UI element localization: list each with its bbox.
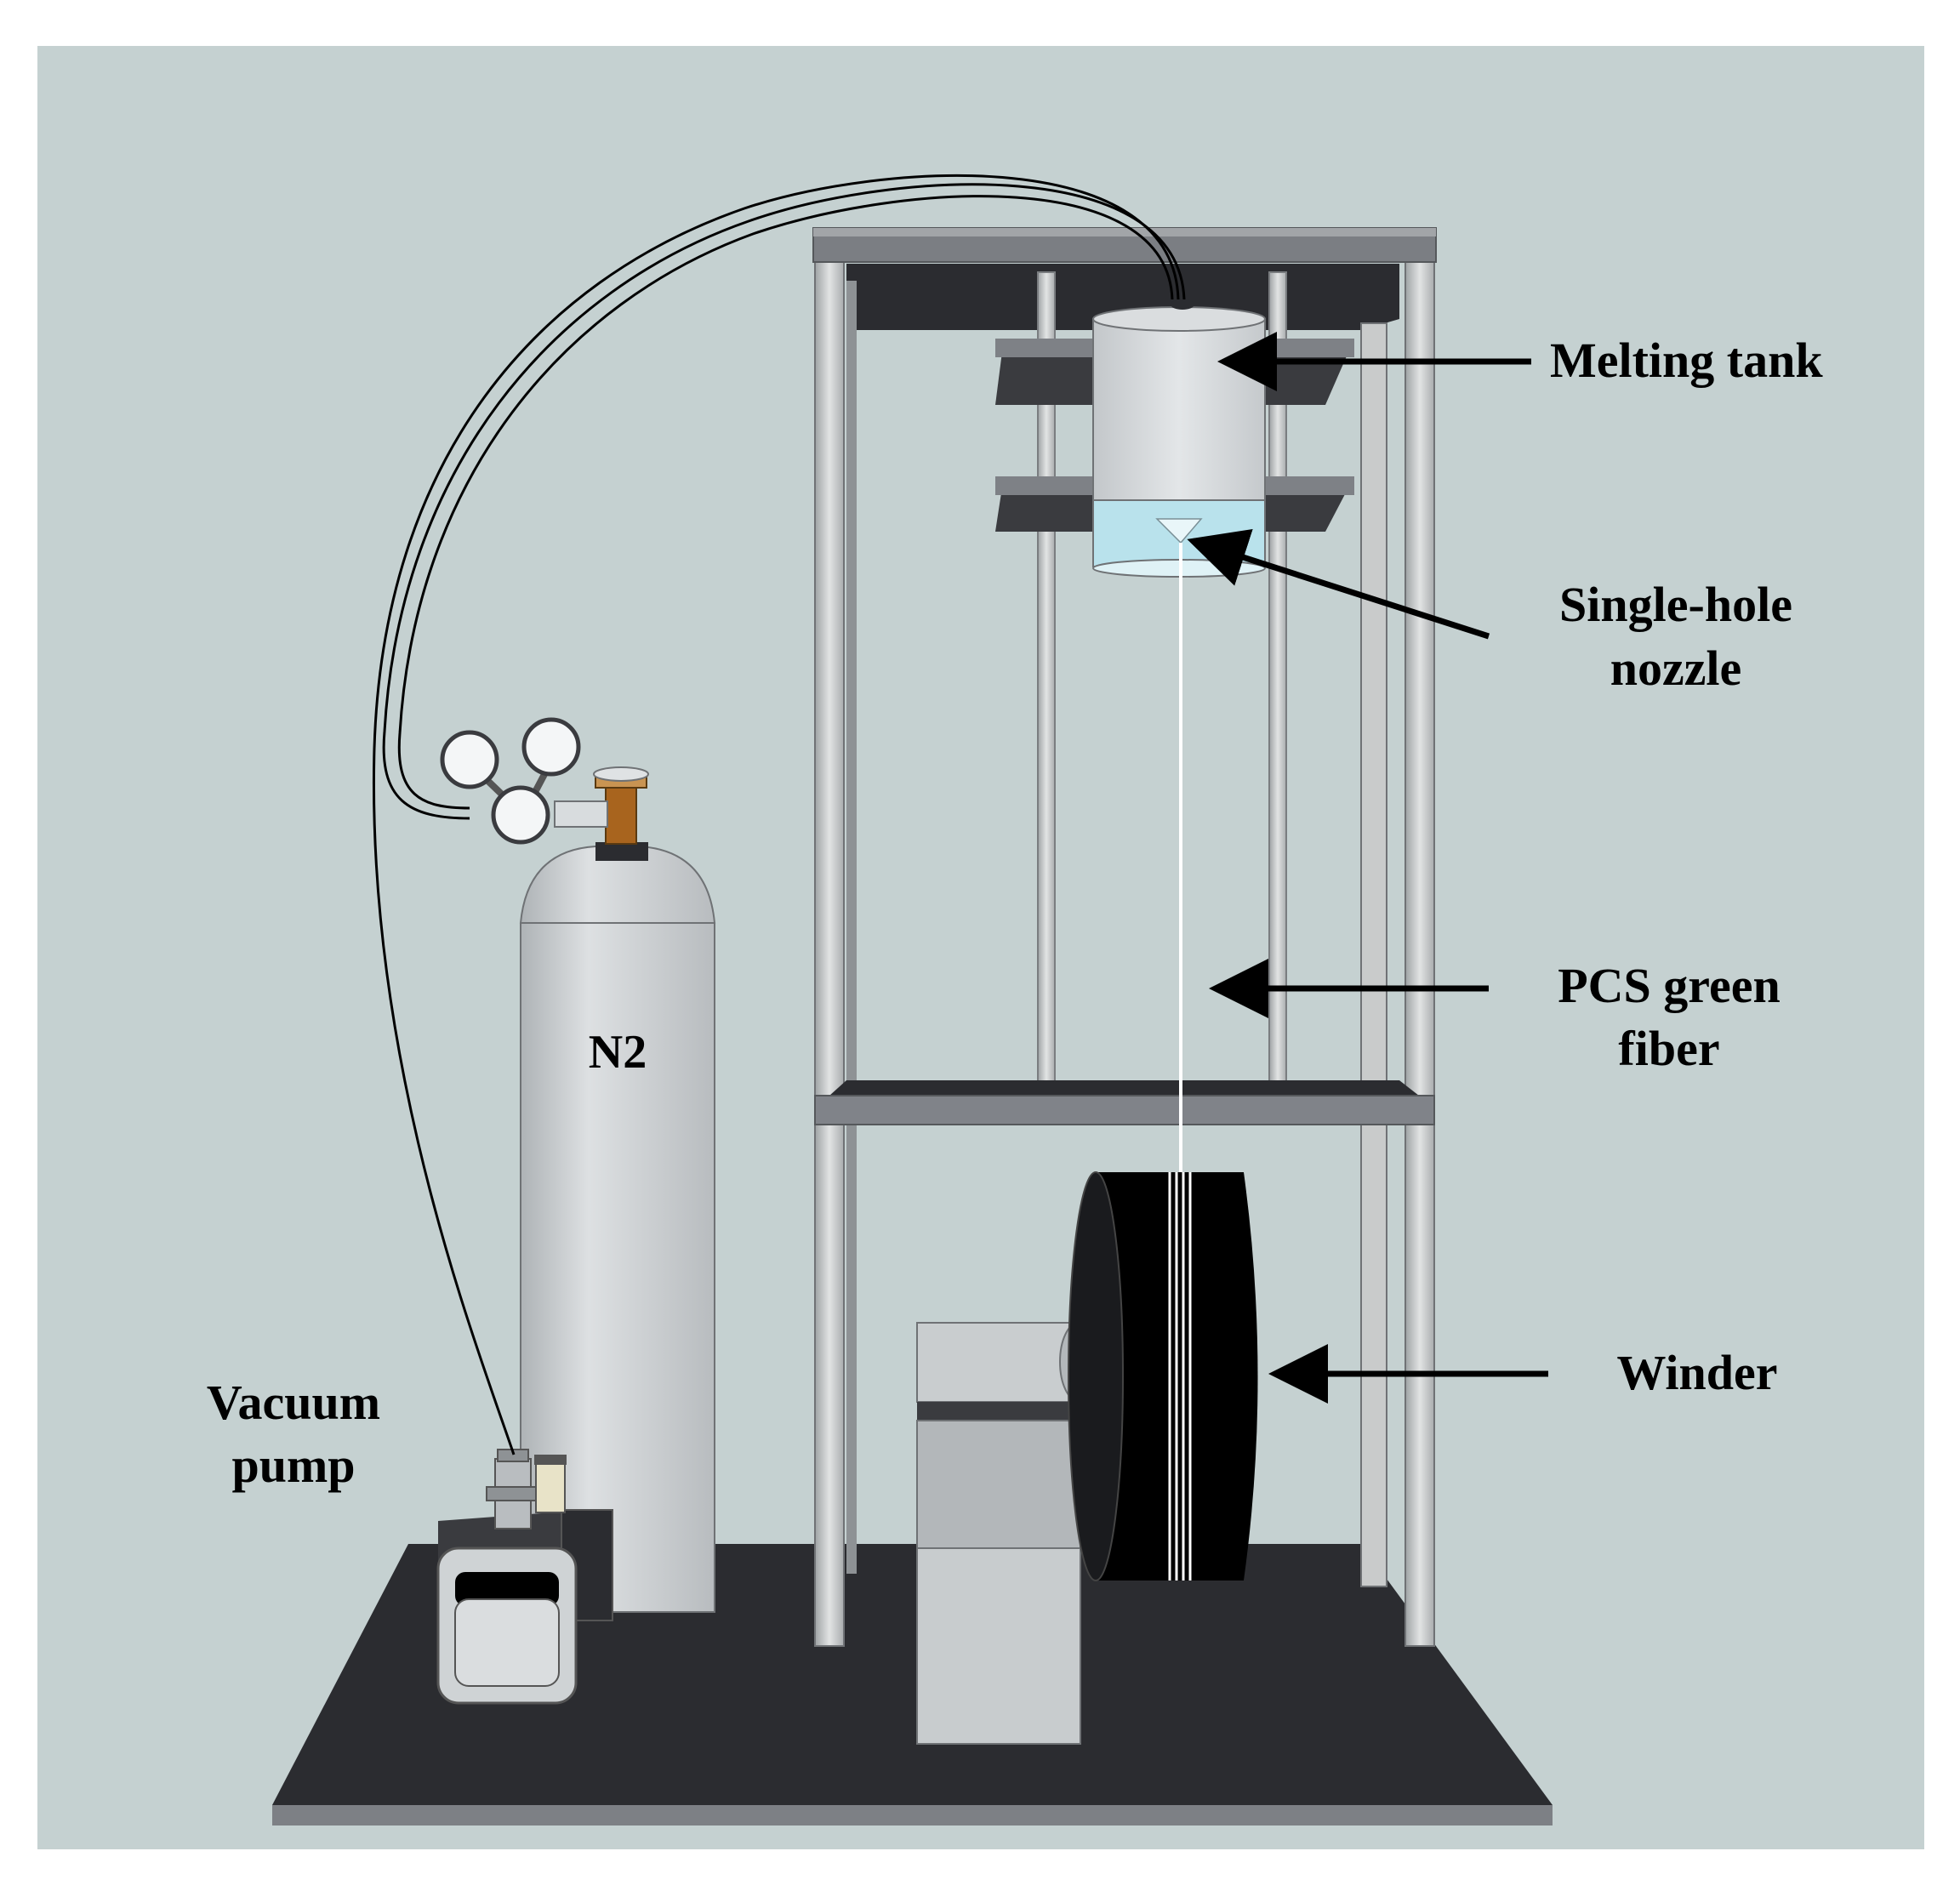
gauge-center-icon: [491, 785, 550, 845]
gas-tubing: [372, 174, 1186, 1455]
pressure-regulator: [440, 717, 608, 845]
arrow-nozzle: [1187, 528, 1490, 640]
winder-motor-housing: [916, 1322, 1098, 1745]
label-nozzle-line2: nozzle: [1610, 641, 1742, 696]
label-arrows: [1187, 332, 1548, 1404]
gauge-right-icon: [521, 717, 581, 777]
label-melting-tank: Melting tank: [1550, 333, 1823, 388]
melting-tank: [1092, 299, 1266, 507]
label-vacuum-pump-line2: pump: [231, 1438, 355, 1493]
label-fiber-line2: fiber: [1618, 1021, 1719, 1076]
label-vacuum-pump-line1: Vacuum: [207, 1375, 380, 1430]
label-winder: Winder: [1616, 1345, 1777, 1400]
gauge-left-icon: [440, 730, 499, 789]
winder-spool: [1068, 1171, 1258, 1581]
label-fiber-line1: PCS green: [1558, 958, 1781, 1013]
label-nozzle-line1: Single-hole: [1559, 577, 1792, 632]
label-cylinder: N2: [589, 1026, 647, 1079]
vacuum-pump: [436, 1449, 613, 1705]
